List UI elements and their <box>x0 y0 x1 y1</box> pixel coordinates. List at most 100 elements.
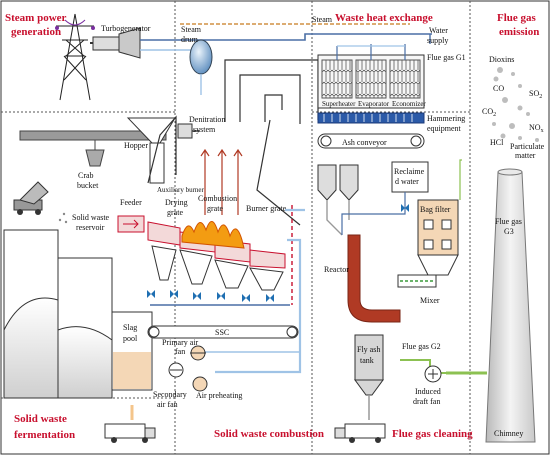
lime-silos <box>317 164 359 201</box>
denitration-label-1: Denitration <box>189 115 225 124</box>
reservoir-label-1: Solid waste <box>72 213 110 222</box>
bag-filter <box>417 199 459 276</box>
section-combustion-title: Solid waste combustion <box>214 428 324 440</box>
section-fermentation-title-2: fermentation <box>14 429 75 441</box>
secondary-air-fan-label-2: air fan <box>157 400 178 409</box>
steam-label: Steam <box>312 15 333 24</box>
hot-gas-arrows <box>200 148 243 215</box>
section-steam-power-title-1: Steam power <box>5 12 67 24</box>
waste-particles <box>58 212 68 224</box>
reclaimed-water-box <box>391 161 429 193</box>
reservoir-label-2: reservoir <box>76 223 105 232</box>
reclaimed-water-label-1: Reclaime <box>394 167 425 176</box>
section-flue-emission-title-1: Flue gas <box>497 12 537 24</box>
evaporator-label: Evaporator <box>358 100 390 108</box>
ssc-label: SSC <box>215 328 229 337</box>
reclaimed-water-line <box>341 192 406 235</box>
hammering-equipment <box>317 112 425 124</box>
drying-grate-label-2: grate <box>167 208 183 217</box>
section-steam-power-title-2: generation <box>11 26 61 38</box>
air-preheating-label: Air preheating <box>196 391 242 400</box>
power-pylon-icon <box>55 13 95 101</box>
combustion-grate-label-2: grate <box>207 204 223 213</box>
steam-drum-label-1: Steam <box>181 25 202 34</box>
section-fermentation-title-1: Solid waste <box>14 413 67 425</box>
reactor <box>347 234 401 323</box>
denitration-label-2: system <box>193 125 216 134</box>
hammering-ticks <box>323 114 413 122</box>
slag-pool <box>111 311 153 391</box>
crab-bucket-label-2: bucket <box>77 181 99 190</box>
reclaimed-water-label-2: d water <box>395 177 419 186</box>
flue-gas-g2-label: Flue gas G2 <box>402 342 441 351</box>
primary-air-fan-icon <box>190 345 206 361</box>
reactor-label: Reactor <box>324 265 349 274</box>
so2-label: SO2 <box>529 89 542 100</box>
nox-label: NOx <box>529 123 544 134</box>
water-supply-label-1: Water <box>429 26 448 35</box>
furnace-wall-left <box>147 115 177 184</box>
mixer-label: Mixer <box>420 296 440 305</box>
crab-bucket-crane <box>19 130 167 167</box>
preheated-air-line <box>215 208 305 374</box>
chimney-top <box>497 168 523 176</box>
flue-gas-g1-label: Flue gas G1 <box>427 53 466 62</box>
boiler-passes <box>224 59 319 124</box>
slag-pool-label-2: pool <box>123 334 138 343</box>
garbage-truck-icon-1 <box>104 423 156 443</box>
economizer-label: Economizer <box>392 100 426 108</box>
secondary-air-fan-label-1: Secondary <box>153 390 187 399</box>
slag-pool-label-1: Slag <box>123 323 137 332</box>
drying-grate-label-1: Drying <box>165 198 188 207</box>
air-preheater-icon <box>192 376 208 392</box>
ash-conveyor <box>317 133 425 149</box>
co2-label: CO2 <box>482 107 496 118</box>
induced-draft-fan-label-1: Induced <box>415 387 441 396</box>
section-flue-emission-title-2: emission <box>499 26 539 38</box>
crab-bucket-label-1: Crab <box>78 171 94 180</box>
hopper-label: Hopper <box>124 141 148 150</box>
ash-conveyor-label: Ash conveyor <box>342 138 387 147</box>
induced-draft-fan-icon <box>424 365 442 383</box>
fly-ash-tank-label-2: tank <box>360 356 374 365</box>
primary-air-fan-label-2: fan <box>175 347 185 356</box>
hammering-label-1: Hammering <box>427 114 465 123</box>
primary-air-fan-label-1: Primary air <box>162 338 199 347</box>
emission-particles <box>492 67 539 142</box>
steam-drum-label-2: drum <box>181 35 199 44</box>
particulate-label-1: Particulate <box>510 142 545 151</box>
burner-grate-label: Burner grate <box>246 204 287 213</box>
hammering-label-2: equipment <box>427 124 462 133</box>
dump-truck-icon <box>13 181 49 215</box>
reservoir-pile <box>3 229 113 399</box>
feed-chute <box>149 142 165 184</box>
lime-lines <box>326 200 350 236</box>
water-valve <box>401 204 409 212</box>
heat-exchanger-bank <box>317 44 425 109</box>
turbogenerator-label: Turbogenerator <box>101 24 151 33</box>
flue-gas-g3-label-1: Flue gas <box>495 217 522 226</box>
denitration-unit <box>177 123 200 139</box>
fly-ash-tank <box>354 334 384 420</box>
water-supply-label-2: supply <box>427 36 448 45</box>
steam-drum <box>189 39 213 95</box>
turbogenerator-icon <box>90 27 141 59</box>
chimney-label: Chimney <box>494 429 523 438</box>
ssc-conveyor <box>147 325 299 339</box>
bag-filter-label: Bag filter <box>420 205 451 214</box>
flue-gas-g3-label-2: G3 <box>504 227 514 236</box>
particulate-label-2: matter <box>515 151 536 160</box>
air-valves <box>147 290 274 302</box>
dioxins-label: Dioxins <box>489 55 514 64</box>
co-label: CO <box>493 84 504 93</box>
garbage-truck-icon-2 <box>334 423 386 443</box>
feeder-label: Feeder <box>120 198 142 207</box>
ash-hoppers <box>151 245 284 291</box>
combustion-grate-label-1: Combustion <box>198 194 237 203</box>
section-waste-heat-title: Waste heat exchange <box>335 12 433 24</box>
superheater-label: Superheater <box>322 100 356 108</box>
section-cleaning-title: Flue gas cleaning <box>392 428 473 440</box>
